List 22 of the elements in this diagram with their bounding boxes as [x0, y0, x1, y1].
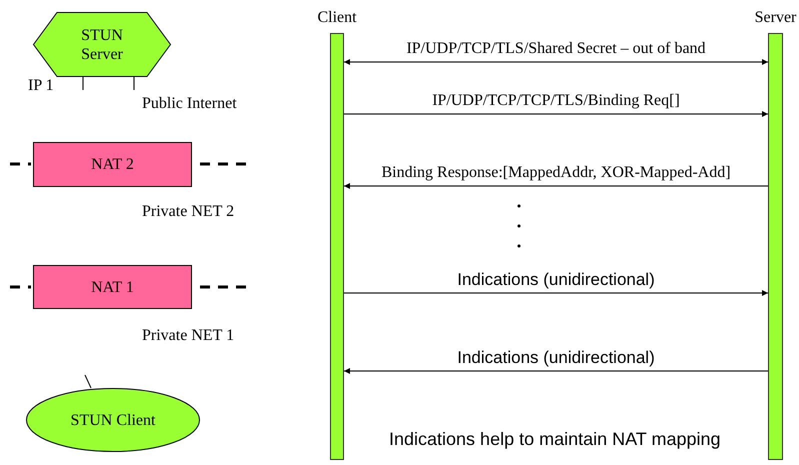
arrow [344, 59, 768, 65]
node-label: STUN Server [80, 26, 124, 64]
node-label: NAT 1 [91, 278, 134, 296]
text-label: IP 1 [28, 76, 54, 95]
edge-label: Indications (unidirectional) [456, 348, 656, 367]
nat-box [33, 265, 192, 309]
participant-label: Server [754, 8, 796, 27]
arrow [344, 183, 768, 189]
text-label: Indications help to maintain NAT mapping [389, 430, 721, 449]
text-label: Private NET 1 [142, 326, 234, 345]
arrow [344, 290, 768, 296]
edge-label: Binding Response:[MappedAddr, XOR-Mapped-Add] [380, 163, 732, 182]
arrow [344, 368, 768, 374]
edge-label: Indications (unidirectional) [456, 270, 656, 289]
edge-label: IP/UDP/TCP/TCP/TLS/Binding Req[] [431, 91, 681, 110]
nat-box [33, 142, 192, 187]
node-label: STUN Client [70, 410, 156, 430]
participant-label: Client [317, 8, 357, 27]
node-label: NAT 2 [91, 155, 134, 174]
text-label: Public Internet [142, 94, 237, 113]
text-label: Private NET 2 [142, 202, 234, 221]
arrow [344, 111, 768, 117]
